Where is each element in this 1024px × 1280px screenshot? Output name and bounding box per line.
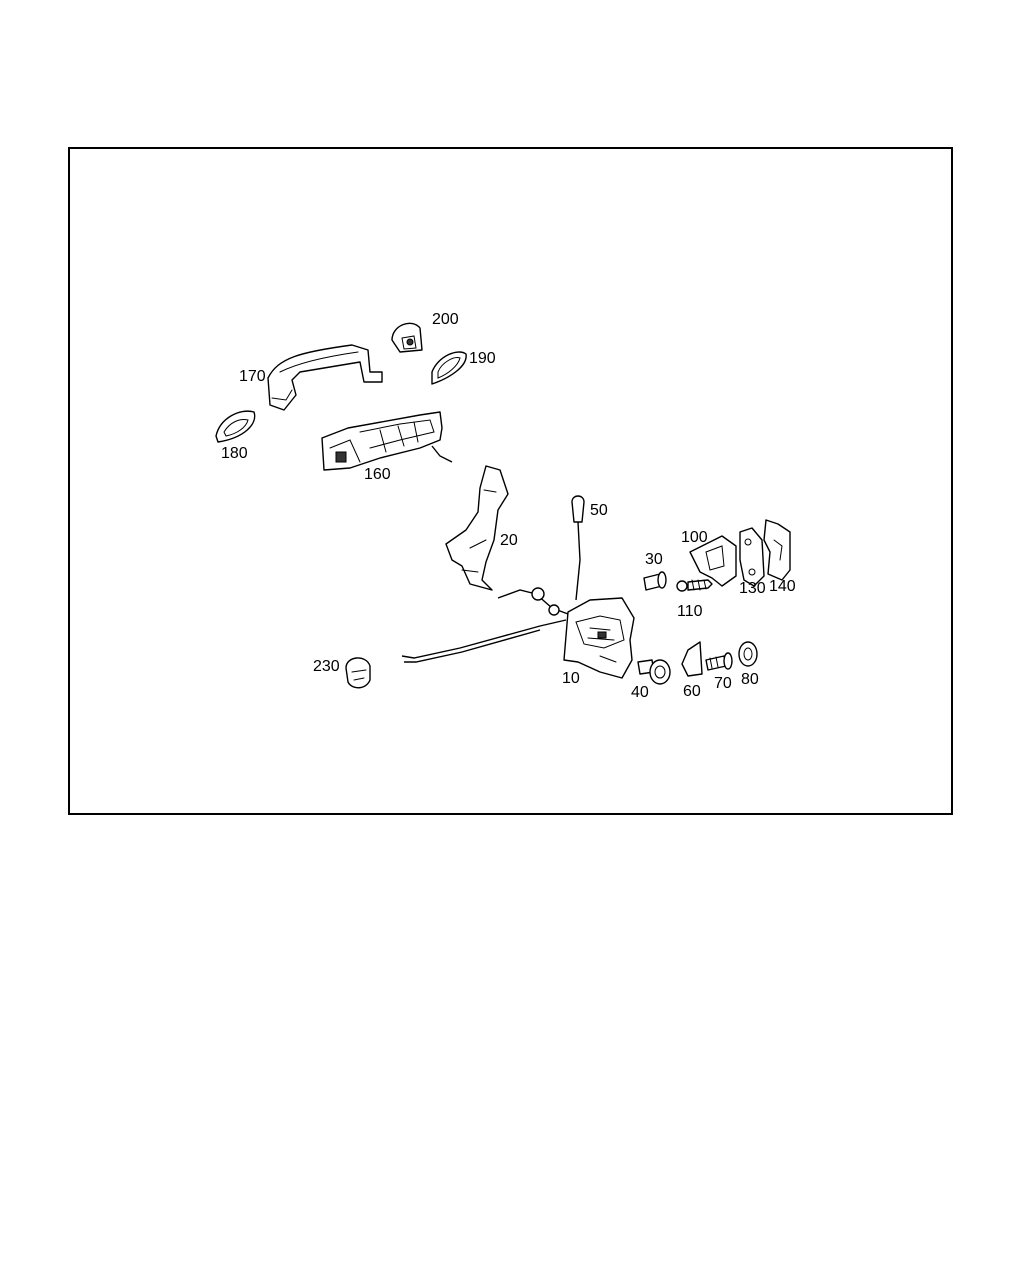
part-10-door-lock [563, 597, 635, 679]
part-80-nut [738, 641, 758, 667]
part-50-cap [571, 495, 585, 601]
callout-20: 20 [500, 532, 518, 549]
callout-40: 40 [631, 684, 649, 701]
callout-130: 130 [739, 580, 766, 597]
part-180-gasket [215, 410, 256, 443]
part-60-shim [681, 641, 703, 677]
callout-70: 70 [714, 675, 732, 692]
callout-50: 50 [590, 502, 608, 519]
part-190-gasket [431, 351, 467, 385]
part-200-handle-cap [391, 322, 423, 353]
callout-30: 30 [645, 551, 663, 568]
callout-10: 10 [562, 670, 580, 687]
part-170-door-handle [267, 344, 383, 411]
callout-200: 200 [432, 311, 459, 328]
callout-180: 180 [221, 445, 248, 462]
callout-190: 190 [469, 350, 496, 367]
callout-170: 170 [239, 368, 266, 385]
callout-60: 60 [683, 683, 701, 700]
part-140-plate [763, 519, 791, 581]
callout-80: 80 [741, 671, 759, 688]
part-230-clip [345, 657, 371, 689]
part-20-cover [445, 465, 509, 591]
part-40-bolt [637, 659, 671, 685]
diagram-frame [68, 147, 953, 815]
part-130-plate [739, 527, 765, 587]
callout-100: 100 [681, 529, 708, 546]
callout-160: 160 [364, 466, 391, 483]
part-110-screw [676, 579, 713, 592]
part-30-screw [643, 571, 667, 591]
callout-230: 230 [313, 658, 340, 675]
callout-140: 140 [769, 578, 796, 595]
part-160-handle-carrier [321, 411, 453, 471]
part-100-striker [689, 535, 737, 587]
part-70-screw [705, 652, 733, 671]
callout-110: 110 [677, 603, 703, 620]
bowden-cable [401, 587, 569, 663]
